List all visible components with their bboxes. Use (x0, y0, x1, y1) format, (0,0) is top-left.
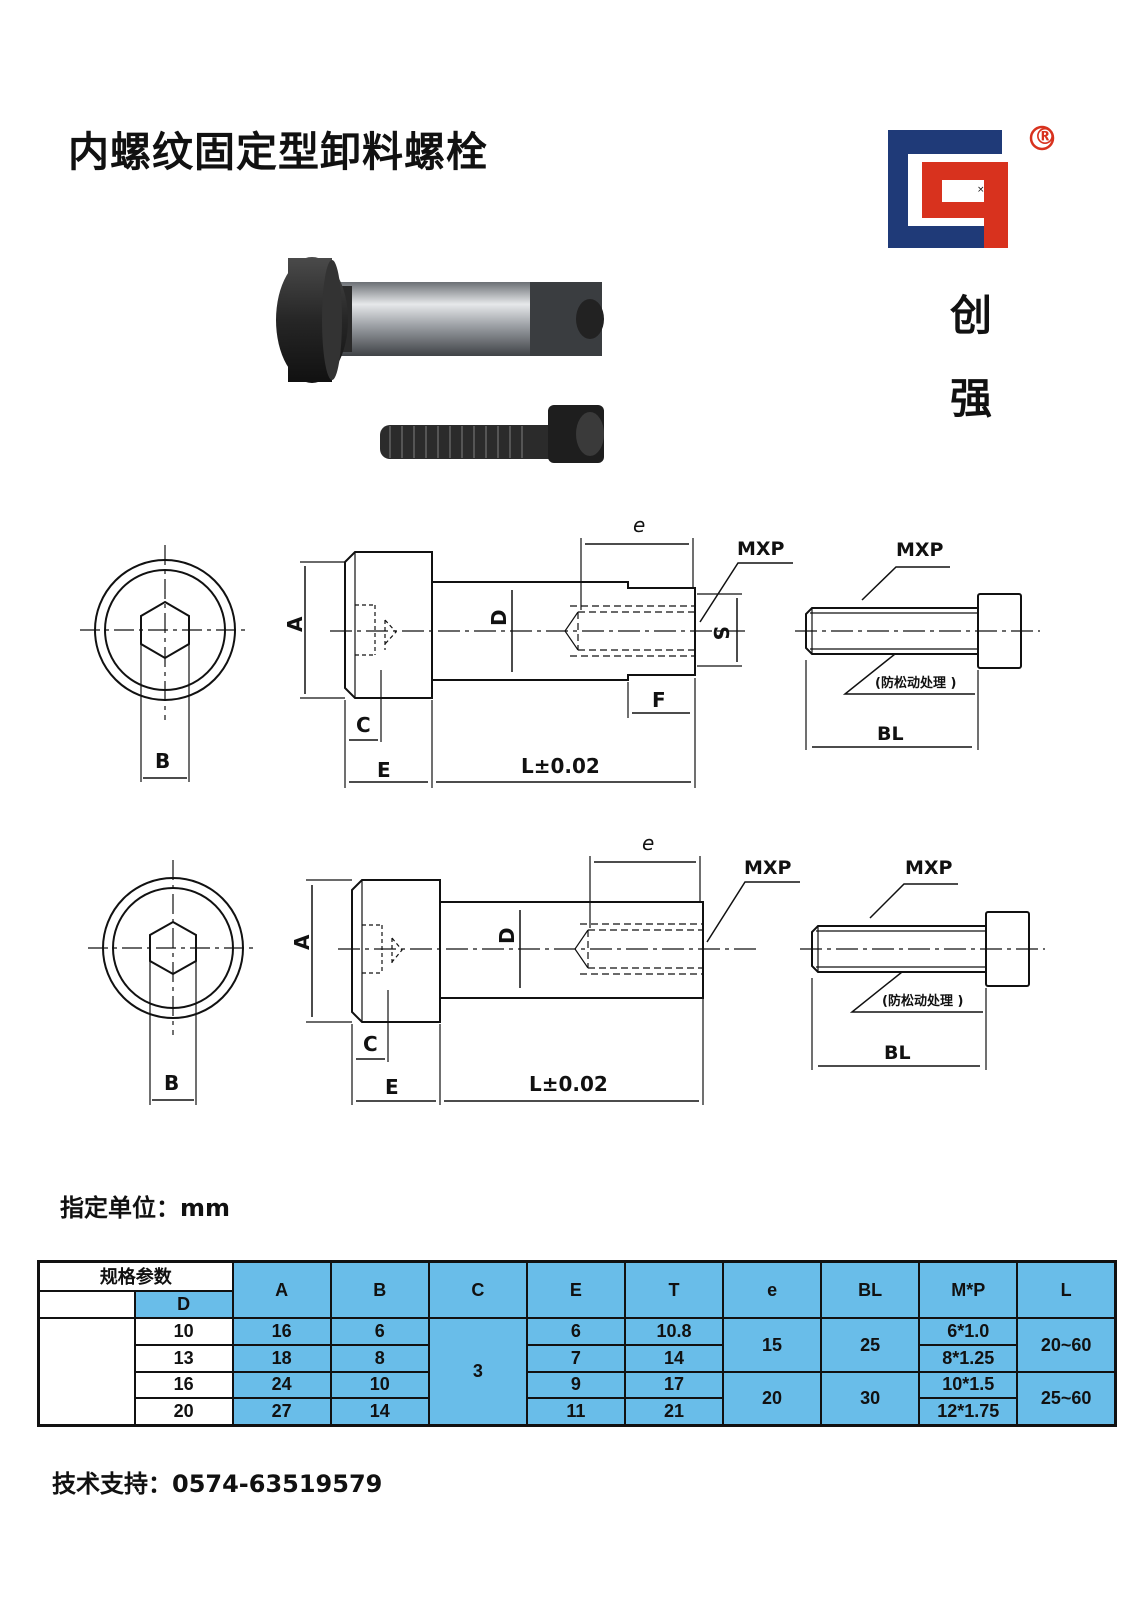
mxp-label: MXP (737, 538, 785, 560)
table-row: 13 18 8 7 14 8*1.25 (39, 1344, 1116, 1373)
anti-loose-label: (防松动处理 ) (882, 993, 963, 1009)
dim-bl-label: BL (877, 723, 904, 745)
dim-l-label: L±0.02 (529, 1072, 608, 1096)
cell-b: 10 (329, 1370, 430, 1400)
cell-e-small-merged: 20 (722, 1370, 823, 1427)
cell-a: 27 (231, 1397, 332, 1427)
dim-d-label: D (495, 927, 519, 944)
cell-e: 7 (525, 1344, 626, 1373)
cell-bl-merged: 25 (820, 1317, 921, 1373)
dim-s-label: S (709, 626, 733, 640)
cell-bl-merged: 30 (820, 1370, 921, 1427)
dim-e-label: E (385, 1075, 399, 1099)
page-title: 内螺纹固定型卸料螺栓 (68, 128, 488, 176)
cell-e: 9 (525, 1370, 626, 1400)
table-header-mp: M*P (918, 1260, 1019, 1320)
cell-a: 16 (231, 1317, 332, 1347)
dim-e-small-label: e (642, 831, 654, 855)
drawing-type-2: B A D C E L±0.02 e MXP MXP (防松动处理 ) BL (88, 831, 1045, 1105)
cell-e: 6 (525, 1317, 626, 1347)
dim-l-label: L±0.02 (521, 754, 600, 778)
screw-mxp-label: MXP (905, 857, 953, 879)
table-corner-d: D (133, 1289, 234, 1320)
cell-d: 16 (133, 1370, 234, 1400)
dim-bl-label: BL (884, 1042, 911, 1064)
dim-e-label: E (377, 758, 391, 782)
table-row: 10 16 6 3 6 10.8 15 25 6*1.0 20~60 (37, 1317, 1117, 1427)
cell-mp: 12*1.75 (918, 1397, 1019, 1427)
brand-name-char-2: 强 (950, 374, 993, 423)
brand-name-char-1: 创 (950, 291, 993, 340)
cell-b: 8 (329, 1344, 430, 1373)
cell-t: 10.8 (623, 1317, 725, 1347)
dim-b-label: B (155, 749, 170, 773)
cell-t: 21 (623, 1397, 725, 1427)
dim-c-label: C (363, 1032, 378, 1056)
table-row: 16 24 10 9 17 20 30 10*1.5 25~60 (39, 1370, 1117, 1427)
brand-logo: × (888, 125, 1055, 248)
unit-label: 指定单位：mm (60, 1194, 231, 1222)
cell-a: 24 (231, 1370, 332, 1400)
cell-mp: 10*1.5 (918, 1370, 1019, 1400)
cell-mp: 8*1.25 (918, 1344, 1019, 1373)
cell-l-merged: 20~60 (1016, 1317, 1117, 1373)
cell-b: 6 (329, 1317, 430, 1347)
table-header-l: L (1016, 1260, 1117, 1320)
svg-text:×: × (977, 185, 985, 195)
cell-c-merged: 3 (427, 1317, 528, 1427)
cell-t: 17 (623, 1370, 725, 1400)
spec-table: 规格参数 A B C E T e BL M*P L D 10 16 6 3 6 … (37, 1260, 1117, 1427)
cell-b: 14 (329, 1397, 430, 1427)
cell-mp: 6*1.0 (918, 1317, 1019, 1347)
cell-a: 18 (231, 1344, 332, 1373)
table-header-e: E (525, 1260, 626, 1320)
cell-e-small-merged: 15 (722, 1317, 823, 1373)
dim-e-small-label: e (633, 513, 645, 537)
dim-a-label: A (283, 616, 307, 632)
support-phone-label: 技术支持：0574-63519579 (52, 1470, 383, 1498)
cell-t: 14 (623, 1344, 725, 1373)
registered-mark: ® (1034, 125, 1056, 150)
cell-l-merged: 25~60 (1016, 1370, 1117, 1427)
table-header-t: T (623, 1260, 725, 1320)
table-header-c: C (427, 1260, 528, 1320)
cell-d: 10 (133, 1317, 234, 1347)
mxp-label: MXP (744, 857, 792, 879)
dim-f-label: F (652, 688, 666, 712)
screw-mxp-label: MXP (896, 539, 944, 561)
dim-b-label: B (164, 1071, 179, 1095)
drawing-type-1: B A D S C E L±0.02 F e MXP MXP (防松动处理 ) … (80, 513, 1040, 788)
table-row: 20 27 14 11 21 12*1.75 (39, 1397, 1116, 1427)
dim-c-label: C (356, 713, 371, 737)
table-header-b: B (329, 1260, 430, 1320)
cell-d: 20 (133, 1397, 234, 1427)
anti-loose-label: (防松动处理 ) (875, 675, 956, 691)
cell-d: 13 (133, 1344, 234, 1373)
table-header-a: A (231, 1260, 332, 1320)
dim-a-label: A (290, 934, 314, 950)
cell-e: 11 (525, 1397, 626, 1427)
table-corner-top: 规格参数 (37, 1260, 234, 1292)
product-photo (276, 257, 604, 463)
table-header-e-small: e (722, 1260, 823, 1320)
dim-d-label: D (487, 609, 511, 626)
table-header-bl: BL (820, 1260, 921, 1320)
